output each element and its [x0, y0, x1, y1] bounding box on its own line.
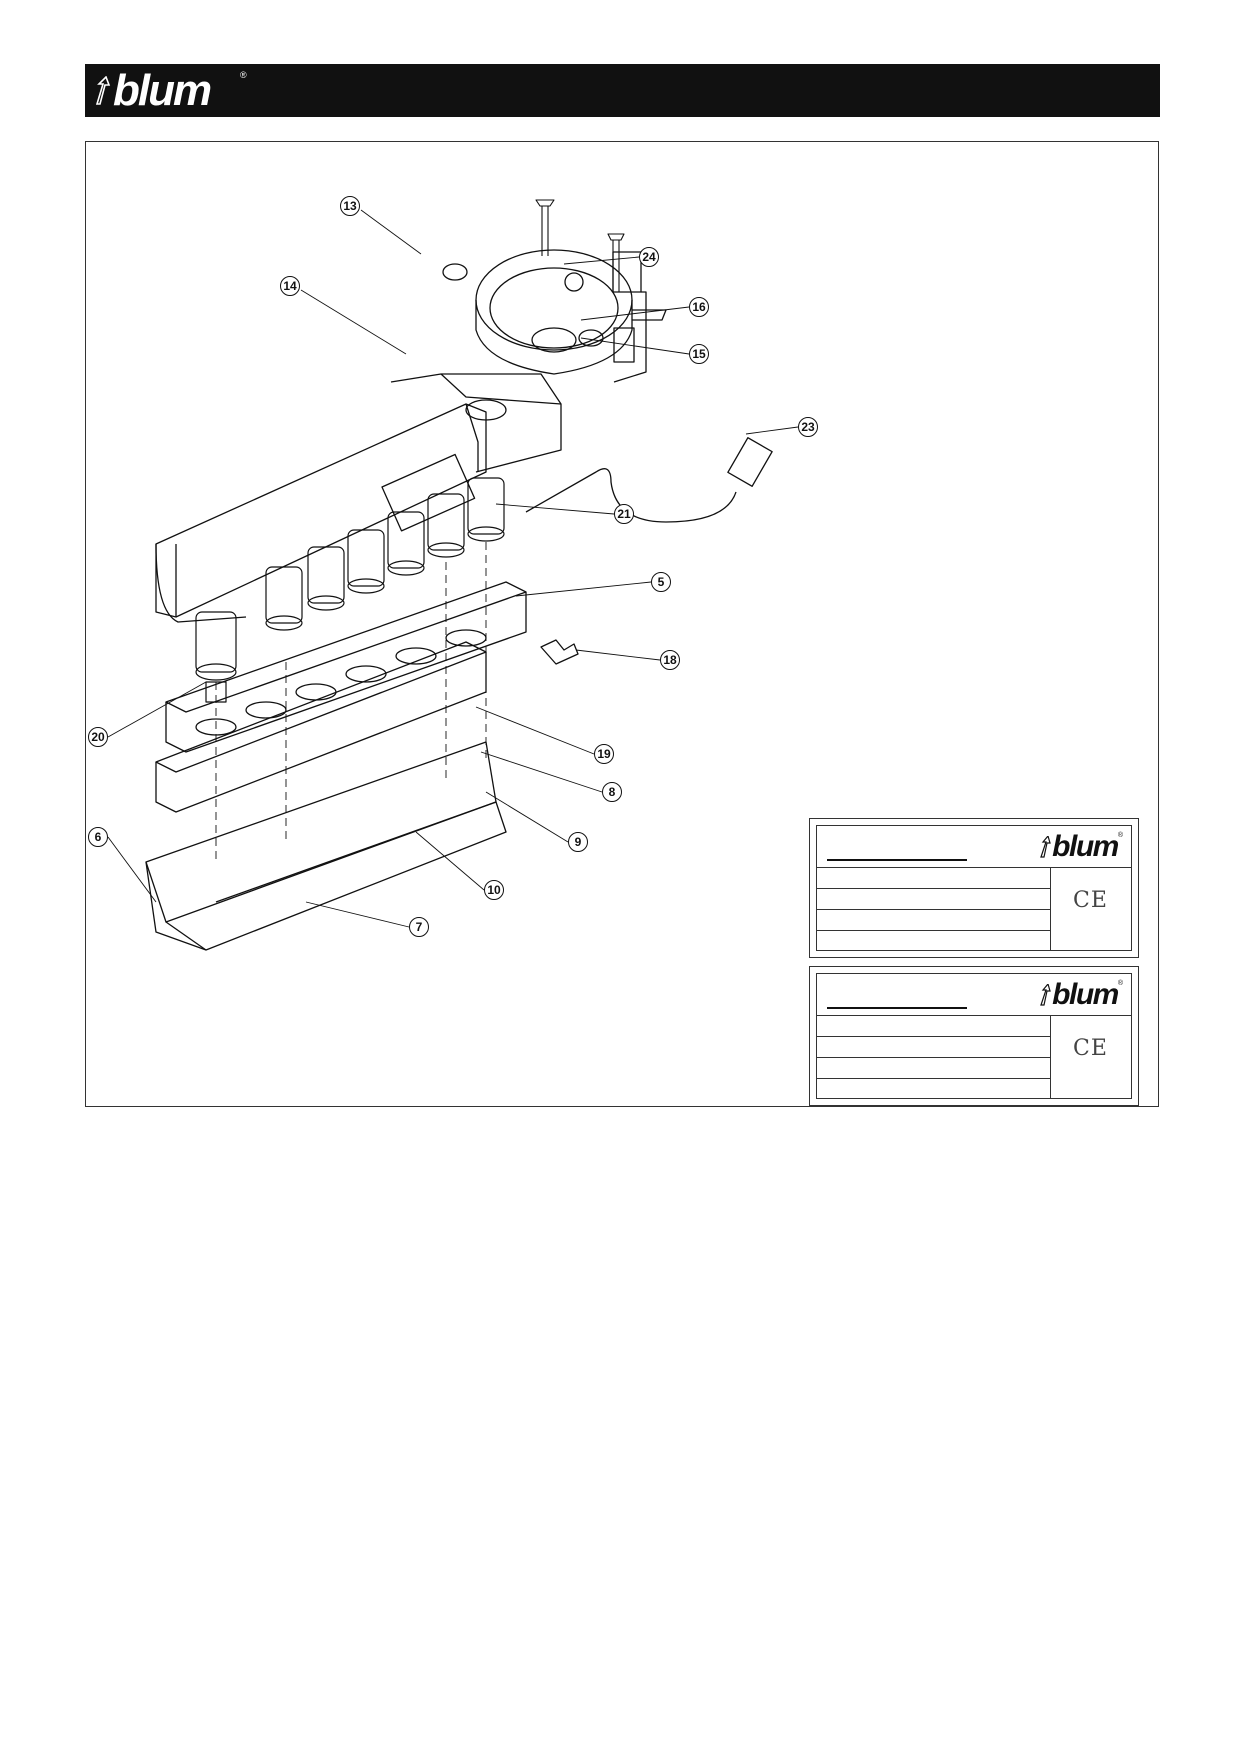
mounting-bracket	[390, 373, 562, 473]
brand-logo: blum	[93, 64, 212, 117]
exploded-view-frame: 13 14 24 16 15 23 21 5 18 20 19 8 9 6 10…	[85, 141, 1159, 1107]
rating-label-2: blum ® CE	[809, 966, 1139, 1106]
callout-15: 15	[689, 344, 709, 364]
top-screws	[535, 199, 625, 292]
callout-13: 13	[340, 196, 360, 216]
logo-arrow-icon	[1040, 984, 1051, 1006]
callout-19: 19	[594, 744, 614, 764]
callout-5: 5	[651, 572, 671, 592]
rating-label-title-line	[827, 1007, 967, 1009]
callout-14: 14	[280, 276, 300, 296]
logo-arrow-icon	[95, 75, 111, 105]
callout-20: 20	[88, 727, 108, 747]
motor-ring	[442, 249, 667, 383]
registered-mark: ®	[240, 70, 247, 80]
drill-chucks	[195, 477, 505, 703]
callout-16: 16	[689, 297, 709, 317]
rating-label-1: blum ® CE	[809, 818, 1139, 958]
seal-plate	[165, 581, 527, 753]
rating-label-logo: blum ®	[1039, 832, 1123, 862]
callout-24: 24	[639, 247, 659, 267]
callout-23: 23	[798, 417, 818, 437]
callout-7: 7	[409, 917, 429, 937]
elbow-fitting	[540, 639, 579, 665]
callout-10: 10	[484, 880, 504, 900]
lower-trough	[145, 741, 507, 951]
callout-21: 21	[614, 504, 634, 524]
spindle-plate	[155, 641, 487, 813]
exploded-assembly-drawing	[107, 199, 799, 951]
rating-label-title-line	[827, 859, 967, 861]
ce-mark: CE	[1073, 887, 1108, 913]
brand-header-bar: blum ®	[85, 64, 1160, 117]
logo-arrow-icon	[1040, 836, 1051, 858]
leader-lines	[107, 209, 799, 928]
ce-mark: CE	[1073, 1035, 1108, 1061]
alignment-lines	[215, 542, 487, 862]
callout-18: 18	[660, 650, 680, 670]
brand-logo-text: blum	[113, 65, 212, 115]
main-housing	[155, 403, 487, 623]
rating-label-logo: blum ®	[1039, 980, 1123, 1010]
callout-6: 6	[88, 827, 108, 847]
callout-8: 8	[602, 782, 622, 802]
callout-9: 9	[568, 832, 588, 852]
